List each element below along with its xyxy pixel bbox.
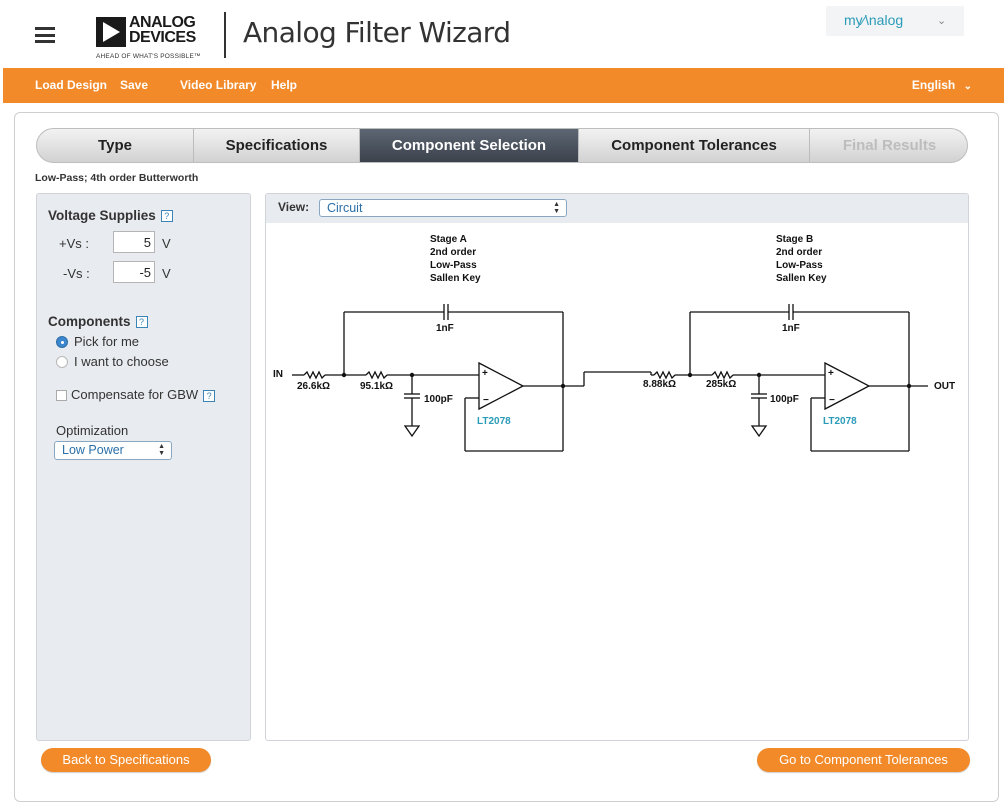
stage-b-opamp-plus: + xyxy=(828,368,834,379)
stage-a-topology: Sallen Key xyxy=(430,273,481,284)
neg-vs-label: -Vs : xyxy=(63,266,90,281)
stage-a-opamp-minus: − xyxy=(483,395,489,406)
stage-b-cap-feedback-label: 1nF xyxy=(782,323,800,334)
hamburger-menu-icon[interactable] xyxy=(35,27,55,43)
optimization-select[interactable]: Low Power ▲▼ xyxy=(54,441,172,460)
go-to-component-tolerances-button[interactable]: Go to Component Tolerances xyxy=(757,748,970,772)
back-to-specifications-button[interactable]: Back to Specifications xyxy=(41,748,211,772)
stage-b-order: 2nd order xyxy=(776,247,822,258)
wizard-steps: Type Specifications Component Selection … xyxy=(36,128,968,163)
stage-b-opamp-label: LT2078 xyxy=(823,416,857,427)
view-label: View: xyxy=(278,200,310,214)
stage-a-cap-feedback-label: 1nF xyxy=(436,323,454,334)
step-type[interactable]: Type xyxy=(37,129,194,162)
view-bar: View: Circuit ▲▼ xyxy=(266,194,968,223)
stage-b-cap-ground-label: 100pF xyxy=(770,394,799,405)
analog-devices-logo[interactable]: ANALOG DEVICES AHEAD OF WHAT'S POSSIBLE™ xyxy=(96,14,212,62)
neg-vs-unit: V xyxy=(162,266,171,281)
pick-for-me-radio[interactable] xyxy=(56,336,68,348)
select-arrows-icon: ▲▼ xyxy=(553,201,560,215)
stage-a-r1-label: 26.6kΩ xyxy=(297,381,330,392)
circuit-panel: View: Circuit ▲▼ xyxy=(265,193,969,741)
stage-b-topology: Sallen Key xyxy=(776,273,827,284)
stage-b-opamp-minus: − xyxy=(829,395,835,406)
top-nav-bar: Load Design Save Video Library Help Engl… xyxy=(3,68,1004,103)
pick-for-me-label[interactable]: Pick for me xyxy=(74,334,140,349)
components-heading: Components? xyxy=(48,314,148,329)
compensate-gbw-text[interactable]: Compensate for GBW xyxy=(71,387,199,402)
language-label: English xyxy=(911,78,956,92)
components-title: Components xyxy=(48,314,131,329)
view-select[interactable]: Circuit ▲▼ xyxy=(319,199,567,217)
select-arrows-icon: ▲▼ xyxy=(158,443,165,457)
i-want-to-choose-label[interactable]: I want to choose xyxy=(74,354,169,369)
stage-b-r1-label: 8.88kΩ xyxy=(643,379,676,390)
stage-a-type: Low-Pass xyxy=(430,260,477,271)
settings-panel: Voltage Supplies? +Vs : V -Vs : V Compon… xyxy=(36,193,251,741)
chevron-down-icon: ⌄ xyxy=(963,81,972,92)
voltage-supplies-heading: Voltage Supplies? xyxy=(48,208,173,223)
voltage-supplies-title: Voltage Supplies xyxy=(48,208,156,223)
stage-a-cap-ground-label: 100pF xyxy=(424,394,453,405)
stage-b-r2-label: 285kΩ xyxy=(706,379,736,390)
logo-line2: DEVICES xyxy=(129,29,196,46)
logo-triangle-icon xyxy=(96,17,126,47)
step-final-results: Final Results xyxy=(842,137,937,154)
stage-a-opamp-plus: + xyxy=(482,368,488,379)
filter-description: Low-Pass; 4th order Butterworth xyxy=(35,172,199,184)
nav-video-library[interactable]: Video Library xyxy=(180,78,257,92)
optimization-label: Optimization xyxy=(56,423,129,438)
logo-tagline: AHEAD OF WHAT'S POSSIBLE™ xyxy=(96,53,201,60)
help-icon[interactable]: ? xyxy=(135,316,148,329)
stage-a-order: 2nd order xyxy=(430,247,476,258)
nav-load-design[interactable]: Load Design xyxy=(35,78,108,92)
input-label: IN xyxy=(273,369,283,380)
chevron-down-icon: ⌄ xyxy=(937,15,947,27)
optimization-value: Low Power xyxy=(62,443,124,457)
logo-line1: ANALOG xyxy=(129,14,196,31)
step-specifications[interactable]: Specifications xyxy=(194,129,360,162)
output-label: OUT xyxy=(934,381,955,392)
pos-vs-label: +Vs : xyxy=(59,236,89,251)
stage-a-title: Stage A xyxy=(430,234,467,245)
circuit-schematic: Stage A 2nd order Low-Pass Sallen Key IN… xyxy=(273,234,955,452)
pos-vs-unit: V xyxy=(162,236,171,251)
stage-b-type: Low-Pass xyxy=(776,260,823,271)
app-title: Analog Filter Wizard xyxy=(243,16,511,49)
stage-b-title: Stage B xyxy=(776,234,813,245)
header-divider xyxy=(224,12,226,58)
language-selector[interactable]: English ⌄ xyxy=(912,78,972,92)
header: ANALOG DEVICES AHEAD OF WHAT'S POSSIBLE™… xyxy=(0,0,1004,68)
view-value: Circuit xyxy=(327,201,363,215)
step-component-selection[interactable]: Component Selection xyxy=(360,129,579,162)
nav-save[interactable]: Save xyxy=(120,78,149,92)
myanalog-account-button[interactable]: my∕\nalog ⌄ xyxy=(826,6,964,36)
stage-a-r2-label: 95.1kΩ xyxy=(360,381,393,392)
step-component-tolerances[interactable]: Component Tolerances xyxy=(579,129,810,162)
i-want-to-choose-radio[interactable] xyxy=(56,356,68,368)
compensate-gbw-checkbox[interactable] xyxy=(56,390,67,401)
pos-vs-input[interactable] xyxy=(113,231,155,253)
compensate-gbw-label: Compensate for GBW? xyxy=(71,387,216,402)
stage-a-opamp-label: LT2078 xyxy=(477,416,511,427)
myanalog-label: my∕\nalog xyxy=(844,12,904,28)
nav-help[interactable]: Help xyxy=(271,78,298,92)
neg-vs-input[interactable] xyxy=(113,261,155,283)
help-icon[interactable]: ? xyxy=(203,389,216,402)
help-icon[interactable]: ? xyxy=(160,210,173,223)
